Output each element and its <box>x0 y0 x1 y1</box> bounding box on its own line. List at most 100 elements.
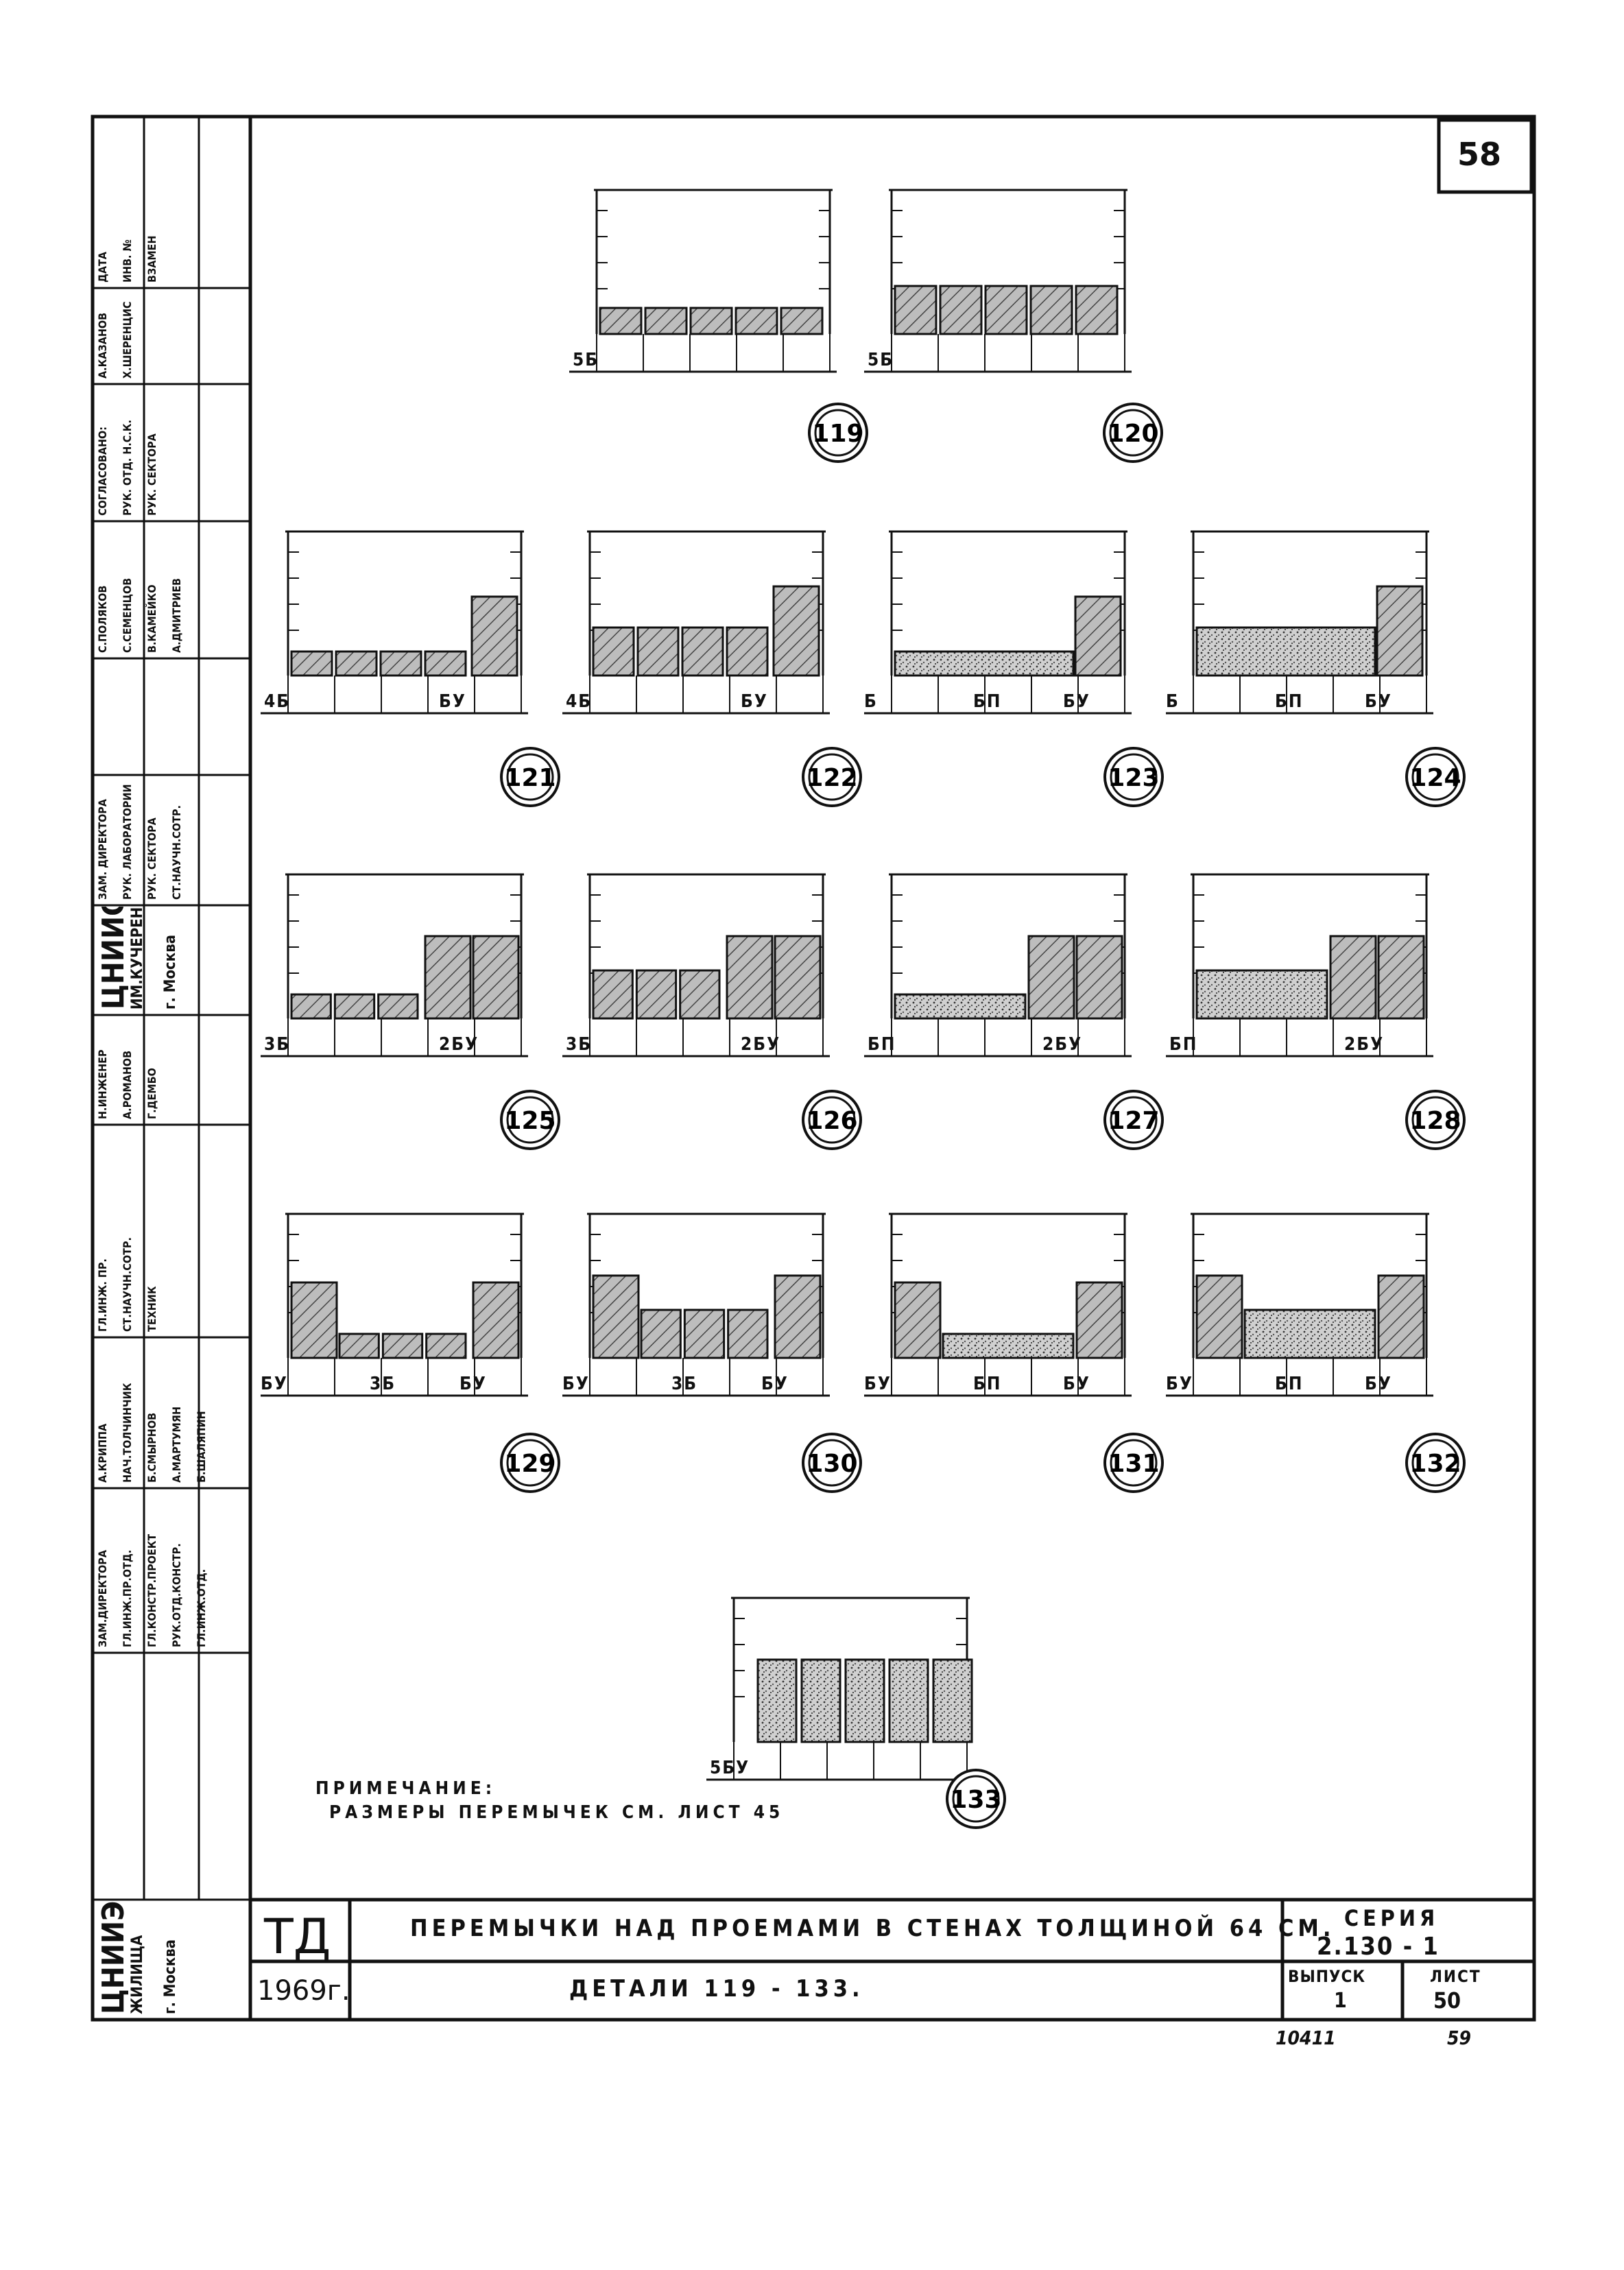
lintel-block <box>470 595 518 677</box>
detail-number-circle <box>1103 1433 1164 1493</box>
series-label: СЕРИЯ <box>1344 1905 1440 1931</box>
lintel-block <box>1075 285 1119 335</box>
sheet-frame <box>91 115 1536 2022</box>
detail-number: 131 <box>1108 1450 1159 1478</box>
stamp-text-line: А.КАЗАНОВ <box>96 312 109 379</box>
lintel-block <box>1075 935 1123 1020</box>
detail-number-circle-inner <box>506 1096 554 1144</box>
detail-number: 125 <box>504 1107 556 1135</box>
lintel-mark-label: БУ <box>459 1374 487 1394</box>
footer-left: 10411 <box>1276 2027 1336 2049</box>
detail-number: 130 <box>806 1450 857 1478</box>
detail-number-circle <box>1405 1433 1466 1493</box>
detail-128: 128 <box>1166 873 1466 1150</box>
detail-number-circle-inner <box>814 409 862 457</box>
lintel-block <box>1376 585 1424 677</box>
lintel-block <box>681 626 724 677</box>
detail-number-circle-inner <box>1411 753 1459 801</box>
lintel-mark-label: 3Б <box>264 1034 291 1055</box>
lintel-block <box>472 1281 520 1359</box>
lintel-block <box>472 935 520 1020</box>
detail-number-circle-inner <box>808 1439 856 1487</box>
lintel-mark-label: БУ <box>1063 1374 1090 1394</box>
detail-122: 122 <box>562 530 862 807</box>
lintel-mark-label: БУ <box>1365 691 1392 712</box>
detail-number-circle <box>808 403 868 463</box>
detail-123: 123 <box>864 530 1164 807</box>
stamp-text-line: А.МАРТУМЯН <box>170 1406 183 1483</box>
lintel-block <box>727 1309 769 1359</box>
lintel-mark-label: БП <box>1275 691 1304 712</box>
lintel-mark-label: 2БУ <box>1042 1034 1083 1055</box>
detail-number-circle <box>802 1433 862 1493</box>
detail-number-circle-inner <box>506 1439 554 1487</box>
detail-number-circle-inner <box>808 1096 856 1144</box>
series-value: 2.130 - 1 <box>1317 1933 1440 1961</box>
detail-130: 130 <box>562 1212 862 1493</box>
stamp-text-line: НАЧ.ТОЛЧИНЧИК <box>121 1383 134 1483</box>
stamp-text-line: Г.ДЕМБО <box>145 1068 158 1119</box>
detail-119: 119 <box>569 189 868 463</box>
lintel-block <box>1195 626 1376 677</box>
stamp-text-line: Б.СМЫРНОВ <box>145 1412 158 1483</box>
lintel-block <box>679 969 721 1020</box>
detail-number: 132 <box>1409 1450 1461 1478</box>
lintel-block <box>1195 969 1328 1020</box>
detail-number-circle <box>802 747 862 807</box>
lintel-block <box>1195 1274 1243 1359</box>
lintel-block <box>338 1333 380 1359</box>
lintel-block <box>735 307 778 335</box>
footer-right: 59 <box>1447 2027 1472 2049</box>
lintel-block <box>683 1309 726 1359</box>
stamp-text-line: С.СЕМЕНЦОВ <box>121 577 134 653</box>
lintel-block <box>424 650 467 677</box>
stamp-text-line: г. Москва <box>162 934 179 1009</box>
lintel-mark-label: БП <box>1169 1034 1198 1055</box>
lintel-block <box>689 307 733 335</box>
lintel-mark-label: 3Б <box>671 1374 698 1394</box>
detail-126: 126 <box>562 873 862 1150</box>
lintel-block <box>377 993 419 1020</box>
lintel-block <box>290 650 333 677</box>
lintel-block <box>774 935 822 1020</box>
stamp-text-line: Н.ИНЖЕНЕР <box>96 1049 109 1120</box>
lintel-mark-label: БУ <box>761 1374 789 1394</box>
sheet-number-box <box>1437 118 1533 194</box>
detail-number-circle-inner <box>808 753 856 801</box>
lintel-block <box>424 935 472 1020</box>
stamp-text-line: РУК. ОТД. Н.С.К. <box>121 419 134 516</box>
lintel-block <box>640 1309 682 1359</box>
detail-number: 122 <box>806 764 857 792</box>
detail-121: 121 <box>261 530 560 807</box>
lintel-mark-label: Б <box>864 691 878 712</box>
note-text: РАЗМЕРЫ ПЕРЕМЫЧЕК СМ. ЛИСТ 45 <box>329 1802 785 1823</box>
stamp-text-line: А.ДМИТРИЕВ <box>170 577 183 653</box>
lintel-block <box>894 993 1027 1020</box>
lintel-block <box>932 1658 973 1743</box>
lintel-block <box>290 993 332 1020</box>
detail-number-circle-inner <box>952 1775 1000 1823</box>
detail-131: 131 <box>864 1212 1164 1493</box>
stamp-text-line: В.КАМЕЙКО <box>145 584 158 653</box>
lintel-block <box>1377 1274 1425 1359</box>
stamp-text-line: ГЛ.ИНЖ.ОТД. <box>195 1568 208 1647</box>
detail-120: 120 <box>864 189 1163 463</box>
lintel-mark-label: БП <box>1275 1374 1304 1394</box>
lintel-block <box>1075 1281 1123 1359</box>
sheet-number: 58 <box>1457 136 1502 173</box>
lintel-mark-label: БУ <box>261 1374 288 1394</box>
detail-number-circle-inner <box>1411 1096 1459 1144</box>
stamp-text-line: ЦНИИСК <box>96 907 131 1009</box>
lintel-block <box>844 1658 885 1743</box>
detail-number: 120 <box>1107 420 1158 448</box>
stamp-text-line: ЖИЛИЩА <box>129 1935 146 2014</box>
stamp-text-line: Б.ШАЛЯПИН <box>195 1411 208 1483</box>
detail-number: 123 <box>1108 764 1159 792</box>
detail-129: 129 <box>261 1212 560 1493</box>
stamp-text-line: СОГЛАСОВАНО: <box>96 426 109 516</box>
lintel-mark-label: БП <box>973 691 1002 712</box>
stamp-text-line: ИМ.КУЧЕРЕНКО <box>129 907 146 1009</box>
stamp-text-line: ТЕХНИК <box>145 1286 158 1332</box>
